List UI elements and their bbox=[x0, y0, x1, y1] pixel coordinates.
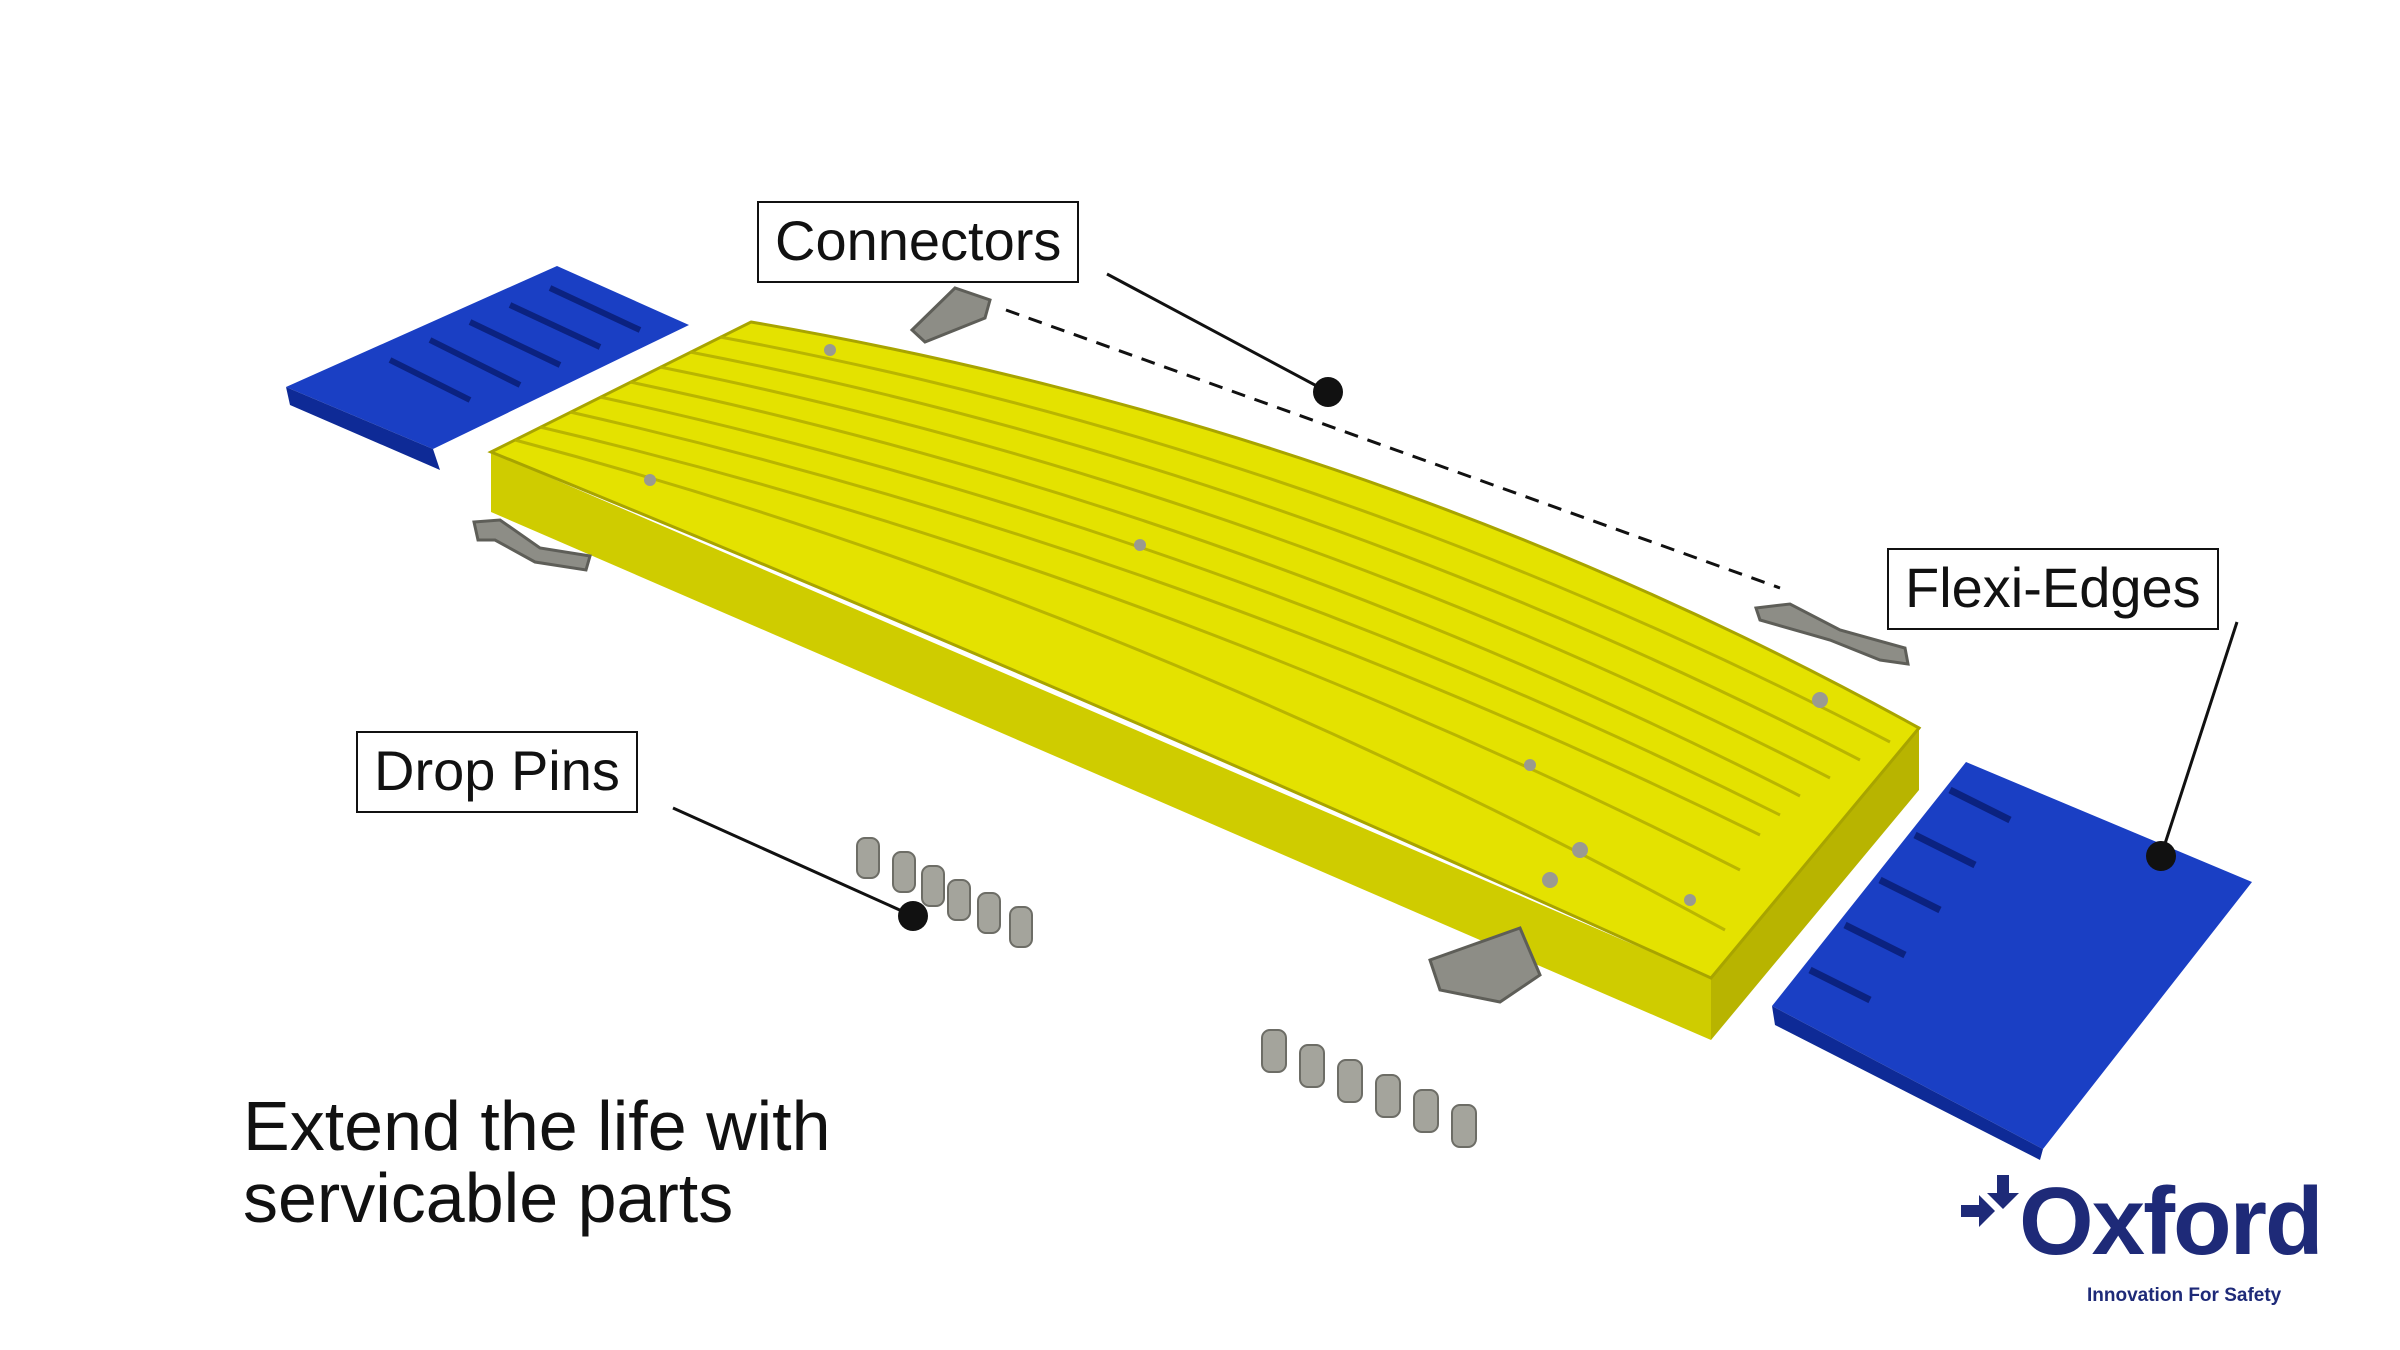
drop-pins-callout: Drop Pins bbox=[356, 731, 638, 813]
oxford-logo: Oxford Innovation For Safety bbox=[1961, 1168, 2324, 1315]
left-flexi-edge bbox=[286, 266, 689, 470]
flexi-edges-callout: Flexi-Edges bbox=[1887, 548, 2219, 630]
headline: Extend the life with servicable parts bbox=[243, 1090, 831, 1234]
connector-pieces bbox=[472, 286, 1910, 1004]
headline-line-2: servicable parts bbox=[243, 1159, 734, 1237]
logo-tagline: Innovation For Safety bbox=[2087, 1285, 2282, 1306]
drop-pins-leader-dot bbox=[898, 901, 928, 931]
logo-arrows-icon bbox=[1961, 1175, 2019, 1227]
connectors-leader-dot bbox=[1313, 377, 1343, 407]
leader-lines bbox=[672, 272, 2239, 918]
connectors-callout: Connectors bbox=[757, 201, 1080, 283]
drop-pins-set-1 bbox=[856, 837, 1033, 948]
yellow-ramp-plate bbox=[487, 320, 1922, 1040]
drop-pins-set-2 bbox=[1261, 1029, 1477, 1148]
right-flexi-edge bbox=[1772, 762, 2252, 1160]
logo-wordmark: Oxford bbox=[2019, 1168, 2324, 1275]
headline-line-1: Extend the life with bbox=[243, 1087, 831, 1165]
flexi-edges-leader-dot bbox=[2146, 841, 2176, 871]
